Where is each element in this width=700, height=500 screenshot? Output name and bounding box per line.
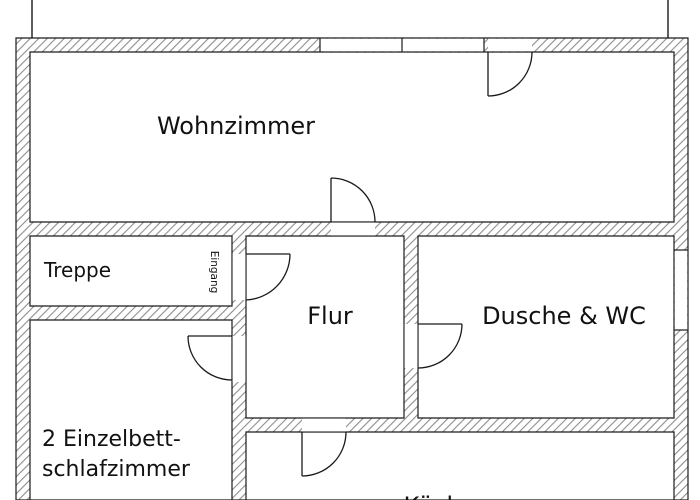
room-label-dusche: Dusche & WC [482,302,646,330]
walls-hatched [15,37,689,500]
room-label-eingang: Eingang [208,251,220,294]
room-label-bottom: Küche [404,492,477,500]
door-swings [187,51,533,477]
door-bottom-room [301,431,347,477]
room-label-schlafzimmer-line1: 2 Einzelbett- [42,427,181,452]
room-label-treppe: Treppe [43,258,111,282]
door-openings [232,38,532,432]
room-label-flur: Flur [307,302,353,330]
room-label-wohnzimmer: Wohnzimmer [157,112,315,140]
room-label-schlafzimmer-line2: schlafzimmer [42,457,191,482]
door-wohnzimmer-top [487,51,533,97]
door-dusche [417,323,463,369]
door-eingang [245,253,291,301]
door-wohnzimmer-flur [330,177,376,223]
door-schlafzimmer [187,335,233,381]
window-right [674,250,688,330]
window-openings [319,38,688,331]
top-terrace-outline [31,0,669,40]
